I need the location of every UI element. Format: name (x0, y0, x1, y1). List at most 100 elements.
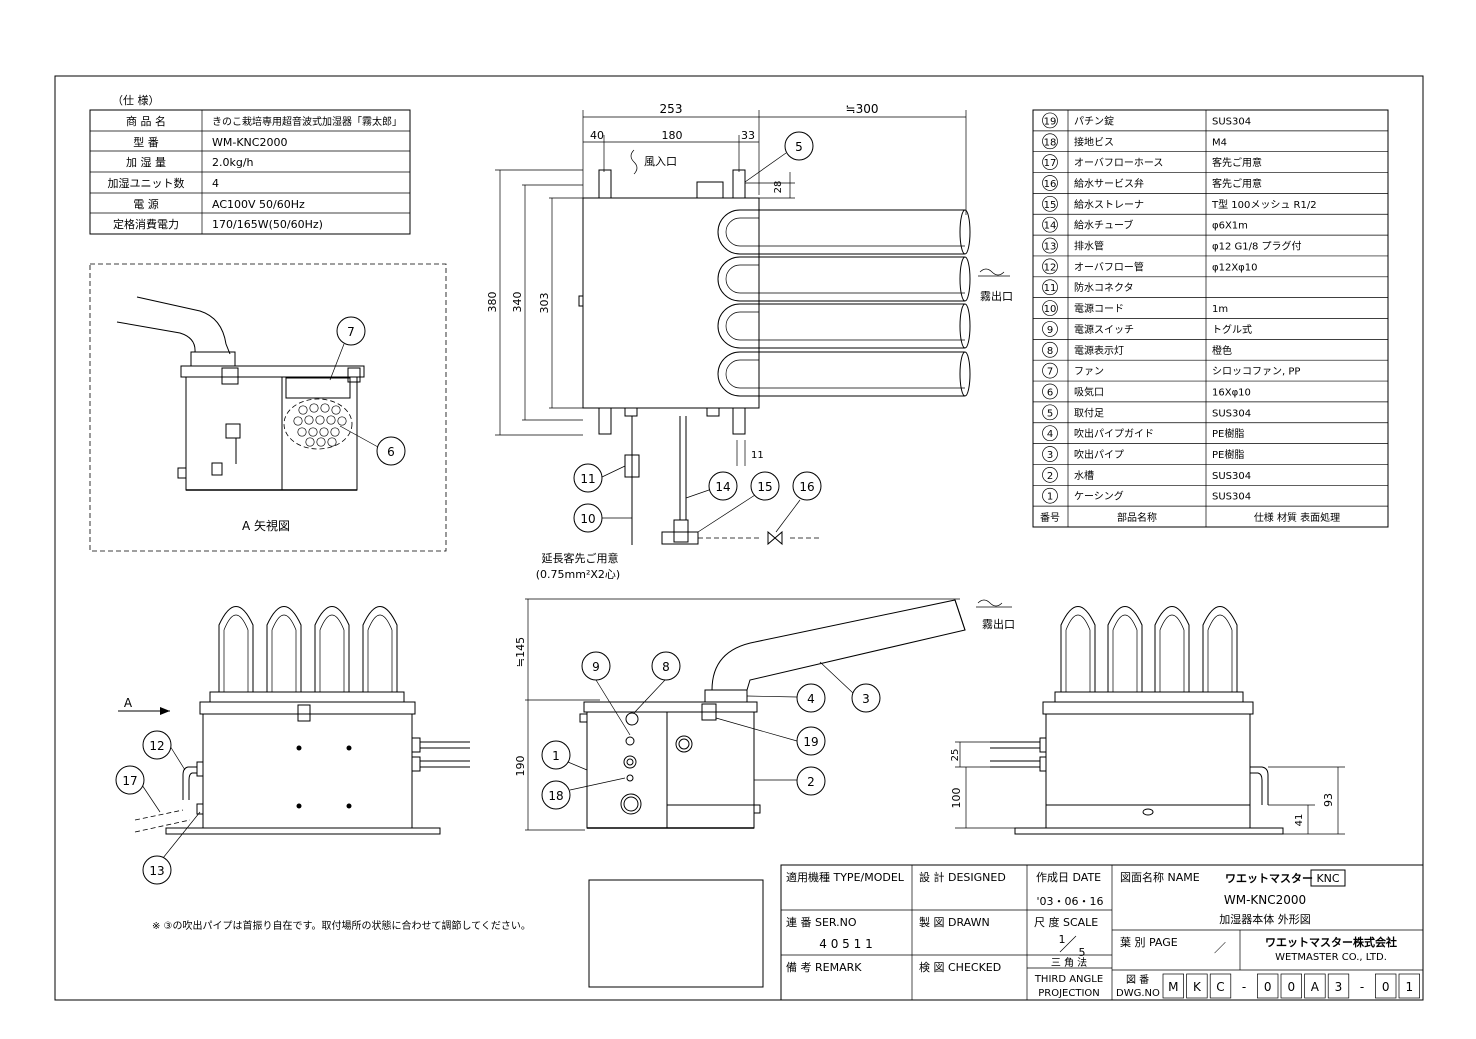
dwg-char: 1 (1405, 980, 1413, 994)
parts-row-number: 19 (1044, 116, 1057, 127)
spec-value-model: WM-KNC2000 (212, 136, 287, 149)
parts-row-name: 給水チューブ (1074, 219, 1133, 232)
parts-row-spec: SUS304 (1212, 116, 1251, 127)
vent-hole (297, 427, 307, 437)
dwg-char: 3 (1335, 980, 1343, 994)
drawn-label: 製 図 DRAWN (919, 915, 990, 929)
company-jp: ワエットマスター株式会社 (1265, 935, 1397, 949)
parts-row-name: 吹出パイプガイド (1074, 427, 1154, 440)
spec-value-consumption: 170/165W(50/60Hz) (212, 218, 323, 231)
projection-line-1: THIRD ANGLE (1034, 974, 1103, 985)
spec-label-units: 加湿ユニット数 (108, 177, 185, 190)
vent-hole (315, 415, 325, 425)
type-model-label: 適用機種 TYPE/MODEL (786, 870, 905, 884)
inlet-label: 風入口 (644, 155, 677, 168)
checked-label: 検 図 CHECKED (919, 960, 1001, 974)
parts-row-number: 18 (1044, 137, 1057, 148)
balloon-1: 1 (552, 749, 560, 763)
vent-hole (304, 415, 314, 425)
parts-row-number: 6 (1047, 387, 1053, 398)
balloon-9: 9 (592, 660, 600, 674)
arrow-view-a: 7 6 A 矢視図 (89, 263, 447, 552)
dim-33: 33 (741, 129, 755, 142)
spec-label-power: 電 源 (133, 197, 159, 211)
outlet-label-2: 霧出口 (982, 617, 1015, 631)
parts-footer-no: 番号 (1040, 512, 1060, 524)
dwg-char: C (1216, 980, 1224, 994)
parts-row-spec: φ12Xφ10 (1212, 262, 1258, 273)
parts-row-number: 16 (1044, 179, 1057, 190)
page-label: 葉 別 PAGE (1120, 935, 1178, 949)
projection-line-2: PROJECTION (1038, 988, 1100, 999)
blow-pipe (717, 303, 965, 349)
balloon-17: 17 (122, 774, 137, 788)
dim-41: 41 (1294, 814, 1305, 827)
scale-numerator: 1 (1059, 933, 1066, 946)
vent-hole (320, 403, 330, 413)
dim-190: 190 (514, 756, 527, 777)
parts-row-name: ファン (1074, 367, 1104, 378)
parts-row-spec: SUS304 (1212, 492, 1251, 503)
dwg-char: 0 (1287, 980, 1295, 994)
balloon-10: 10 (580, 512, 595, 526)
parts-row-spec: 16Xφ10 (1212, 387, 1251, 398)
drawing-frame (54, 75, 1424, 1001)
parts-row-name: 防水コネクタ (1074, 281, 1134, 294)
blow-nozzle (362, 606, 398, 692)
name-label: 図面名称 NAME (1120, 870, 1200, 884)
parts-footer-name: 部品名称 (1117, 511, 1157, 524)
parts-row-spec: トグル式 (1212, 323, 1252, 336)
parts-row-number: 3 (1047, 450, 1053, 461)
stamp-box (588, 879, 764, 988)
parts-row-spec: 客先ご用意 (1212, 156, 1262, 169)
dim-11: 11 (751, 450, 764, 461)
parts-row-spec: SUS304 (1212, 408, 1251, 419)
balloon-7: 7 (347, 325, 355, 339)
parts-row-name: ケーシング (1074, 490, 1124, 503)
parts-row-name: オーバフロー管 (1074, 260, 1144, 273)
model-value: WM-KNC2000 (1224, 893, 1306, 907)
balloon-12: 12 (149, 739, 164, 753)
parts-row-spec: シロッコファン, PP (1212, 367, 1300, 378)
parts-row-spec: M4 (1212, 137, 1227, 148)
remark-label: 備 考 REMARK (786, 961, 862, 974)
balloon-18: 18 (548, 789, 563, 803)
parts-footer-spec: 仕様 材質 表面処理 (1254, 511, 1340, 524)
parts-row-number: 14 (1044, 221, 1057, 232)
company-short: ワエットマスター (1225, 872, 1313, 885)
dwg-char: 0 (1382, 980, 1390, 994)
parts-row-number: 12 (1044, 262, 1057, 273)
vent-hole (327, 437, 337, 447)
parts-row-spec: 1m (1212, 304, 1228, 315)
vent-hole (326, 415, 336, 425)
dim-253: 253 (660, 102, 683, 116)
dim-180: 180 (662, 129, 683, 142)
parts-row-name: 排水管 (1074, 240, 1104, 253)
dim-40: 40 (590, 129, 604, 142)
parts-row-spec: 橙色 (1212, 344, 1232, 357)
parts-row-spec: T型 100メッシュ R1/2 (1211, 198, 1317, 211)
parts-row-name: 吸気口 (1074, 385, 1104, 398)
projection-jp: 三 角 法 (1051, 956, 1087, 969)
dwg-label-2: DWG.NO (1116, 988, 1160, 999)
vent-hole (330, 427, 340, 437)
balloon-13: 13 (149, 864, 164, 878)
spec-label-consumption: 定格消費電力 (113, 217, 179, 231)
parts-row-name: 電源スイッチ (1074, 323, 1134, 336)
dim-380: 380 (486, 292, 499, 313)
parts-row-number: 17 (1044, 158, 1057, 169)
blow-nozzle (1107, 606, 1143, 692)
vent-hole (331, 405, 341, 415)
parts-row-name: 取付足 (1074, 406, 1104, 419)
parts-row-name: 水槽 (1074, 469, 1094, 482)
balloon-14: 14 (715, 480, 730, 494)
parts-row-number: 7 (1047, 367, 1053, 378)
parts-row-name: 電源表示灯 (1074, 344, 1124, 357)
blow-nozzle (1154, 606, 1190, 692)
spec-value-units: 4 (212, 177, 219, 190)
dim-25: 25 (950, 749, 961, 762)
page-value: ／ (1214, 941, 1226, 955)
date-label: 作成日 DATE (1036, 871, 1101, 884)
drawing-title: 加湿器本体 外形図 (1219, 912, 1311, 926)
